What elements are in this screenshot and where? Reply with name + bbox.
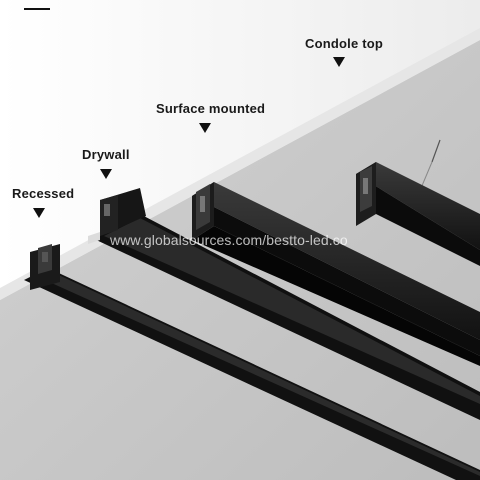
label-surface-mounted: Surface mounted xyxy=(156,101,266,116)
arrow-down-icon xyxy=(199,123,211,133)
label-condole-top: Condole top xyxy=(305,36,384,51)
drywall-profile xyxy=(88,188,480,420)
watermark-text: www.globalsources.com/bestto-led.co xyxy=(110,232,348,248)
arrow-down-icon xyxy=(100,169,112,179)
label-recessed: Recessed xyxy=(12,186,75,201)
arrow-down-icon xyxy=(333,57,345,67)
condole-top-profile xyxy=(356,139,480,266)
label-drywall: Drywall xyxy=(82,147,130,162)
recessed-profile xyxy=(24,244,480,480)
decorative-dash xyxy=(24,8,50,10)
surface-mounted-profile xyxy=(192,182,480,366)
arrow-down-icon xyxy=(33,208,45,218)
